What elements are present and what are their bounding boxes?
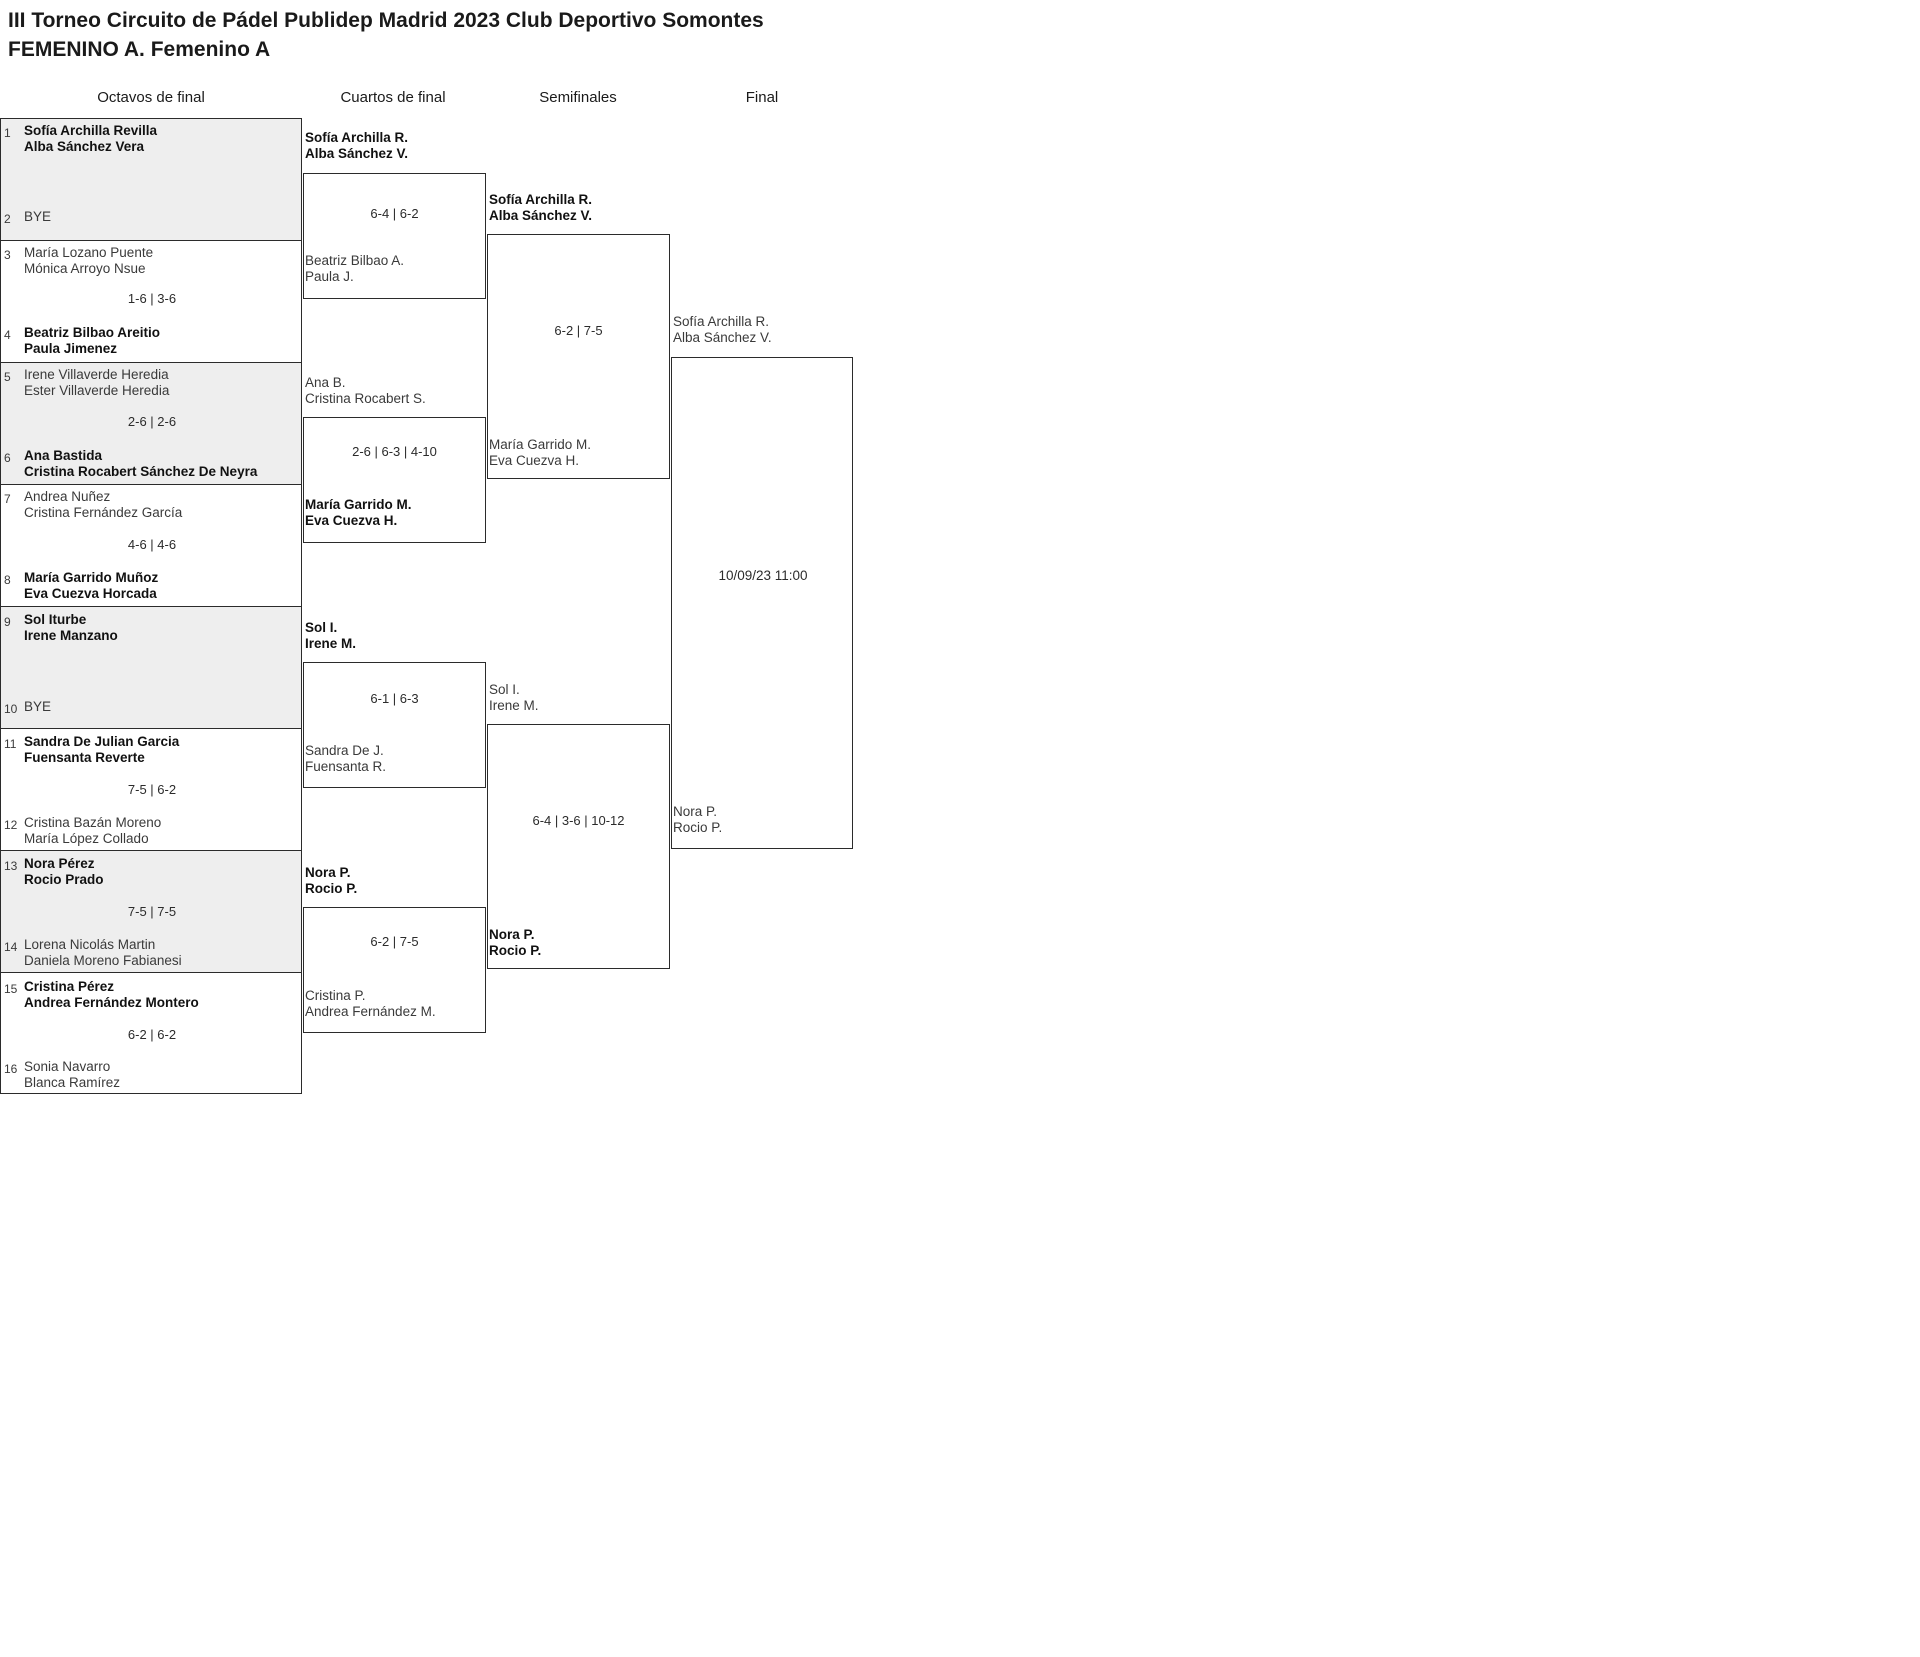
bracket-slot[interactable]: 10 BYE [0, 699, 302, 716]
tournament-title-line-2: FEMENINO A. Femenino A [8, 38, 271, 61]
slot-seed: 7 [4, 492, 11, 506]
round-header-semifinales: Semifinales [539, 89, 617, 106]
round2-matchbox[interactable]: 6-4 | 6-2 [303, 173, 486, 299]
slot-seed: 3 [4, 248, 11, 262]
round2-entrant-top: Sol I.Irene M. [305, 620, 357, 651]
round1-pair-bg [0, 850, 302, 972]
slot-seed: 2 [4, 212, 11, 226]
round3-matchbox[interactable]: 6-2 | 7-5 [487, 234, 670, 479]
round1-pair-bg [0, 118, 302, 240]
match-score: 7-5 | 7-5 [127, 904, 177, 919]
slot-seed: 12 [4, 818, 18, 832]
final-datetime: 10/09/23 11:00 [718, 568, 808, 583]
round2-entrant-top: Nora P.Rocio P. [305, 865, 358, 896]
round1-pair-bg [0, 240, 302, 362]
round2-matchbox[interactable]: 6-1 | 6-3 [303, 662, 486, 788]
round-header-octavos: Octavos de final [97, 89, 205, 106]
round2-entrant-bottom: Cristina P.Andrea Fernández M. [305, 988, 436, 1019]
round1-pair-bg [0, 362, 302, 484]
round2-matchbox[interactable]: 6-2 | 7-5 [303, 907, 486, 1033]
slot-seed: 11 [4, 737, 17, 751]
slot-seed: 8 [4, 573, 11, 587]
round3-entrant-bottom: María Garrido M.Eva Cuezva H. [489, 437, 592, 468]
slot-bye: BYE [24, 699, 52, 714]
match-score: 7-5 | 6-2 [127, 782, 177, 797]
round1-pair-bg [0, 484, 302, 606]
round3-matchbox[interactable]: 6-4 | 3-6 | 10-12 [487, 724, 670, 969]
match-score: 6-2 | 7-5 [554, 323, 603, 338]
round3-entrant-top: Sofía Archilla R.Alba Sánchez V. [489, 192, 593, 223]
slot-seed: 4 [4, 328, 11, 342]
round2-entrant-bottom: Sandra De J.Fuensanta R. [305, 743, 387, 774]
round1-pair-bg [0, 606, 302, 728]
round2-matchbox[interactable]: 2-6 | 6-3 | 4-10 [303, 417, 486, 543]
round4-entrant-top: Sofía Archilla R.Alba Sánchez V. [673, 314, 772, 345]
match-score: 4-6 | 4-6 [127, 537, 177, 552]
slot-seed: 14 [4, 940, 18, 954]
slot-bye: BYE [24, 209, 52, 224]
round-header-final: Final [745, 89, 779, 106]
round2-entrant-bottom: María Garrido M.Eva Cuezva H. [305, 497, 412, 528]
match-score: 6-4 | 3-6 | 10-12 [532, 813, 625, 828]
match-score: 2-6 | 6-3 | 4-10 [352, 444, 437, 459]
slot-seed: 5 [4, 370, 11, 384]
bracket-slot[interactable]: 2 BYE [0, 209, 302, 226]
page-title: III Torneo Circuito de Pádel Publidep Ma… [8, 6, 1208, 64]
match-score: 2-6 | 2-6 [127, 414, 177, 429]
round3-entrant-bottom: Nora P.Rocio P. [489, 927, 542, 958]
slot-seed: 10 [4, 702, 18, 716]
slot-seed: 15 [4, 982, 18, 996]
match-score: 6-2 | 6-2 [127, 1027, 177, 1042]
slot-seed: 16 [4, 1062, 18, 1076]
round2-entrant-bottom: Beatriz Bilbao A.Paula J. [305, 253, 405, 284]
round-header-cuartos: Cuartos de final [340, 89, 446, 106]
round4-entrant-bottom: Nora P.Rocio P. [673, 804, 723, 835]
match-score: 1-6 | 3-6 [127, 291, 177, 306]
slot-seed: 13 [4, 859, 18, 873]
match-score: 6-2 | 7-5 [370, 934, 419, 949]
round1-pair-bg [0, 972, 302, 1094]
round2-entrant-top: Sofía Archilla R.Alba Sánchez V. [305, 130, 409, 161]
match-score: 6-1 | 6-3 [370, 691, 419, 706]
slot-seed: 9 [4, 615, 11, 629]
round2-entrant-top: Ana B.Cristina Rocabert S. [305, 375, 426, 406]
slot-seed: 1 [4, 126, 11, 140]
round4-matchbox[interactable]: 10/09/23 11:00 [671, 357, 853, 849]
tournament-title-line-1: III Torneo Circuito de Pádel Publidep Ma… [8, 9, 764, 32]
round1-pair-bg [0, 728, 302, 850]
slot-seed: 6 [4, 451, 11, 465]
match-score: 6-4 | 6-2 [370, 206, 419, 221]
round3-entrant-top: Sol I.Irene M. [489, 682, 539, 713]
